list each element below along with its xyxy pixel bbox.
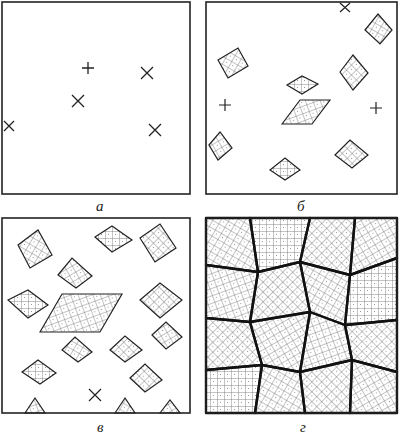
panel-letter: г (300, 420, 306, 435)
panel-letter: а (96, 199, 104, 214)
panel-letter: в (97, 420, 104, 435)
panel-growth-late (2, 218, 190, 413)
panel-growth-early (206, 2, 397, 194)
panel-letter: б (297, 199, 305, 214)
panel-nuclei (2, 2, 190, 194)
panel-grains (206, 218, 397, 413)
